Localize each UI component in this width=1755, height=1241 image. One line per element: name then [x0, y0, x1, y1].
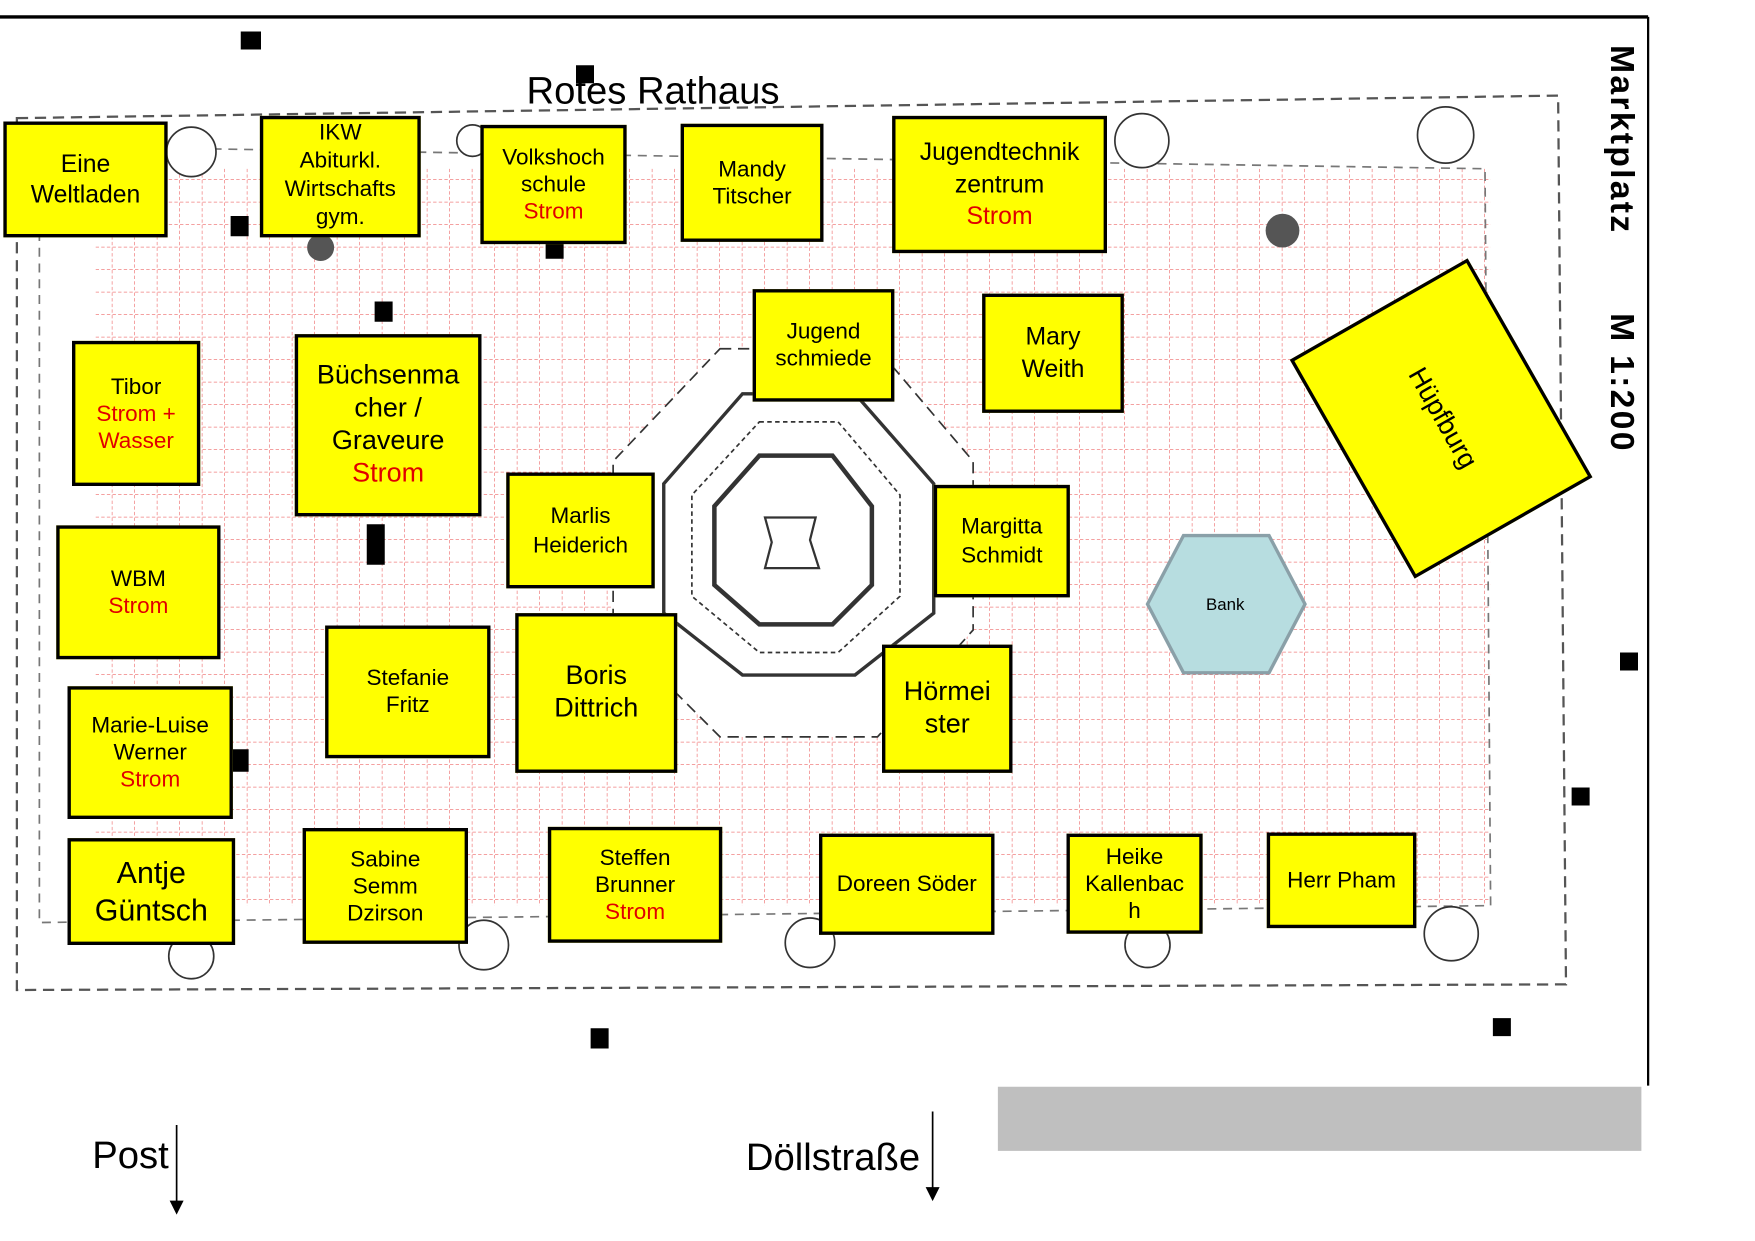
- stand-label: Brunner: [595, 872, 676, 898]
- stand-label: cher /: [354, 392, 422, 424]
- stand-label: Fritz: [385, 693, 430, 718]
- stand-label: ster: [924, 708, 970, 740]
- stand-label: Jugend: [786, 319, 861, 345]
- stand-label: Schmidt: [961, 543, 1043, 569]
- stand-label: Heiderich: [532, 532, 629, 558]
- stand-label: gym.: [315, 204, 365, 230]
- stand-label: Jugendtechnik: [919, 137, 1080, 166]
- stand-label: Antje: [116, 856, 186, 890]
- stand-doreen-soeder[interactable]: Doreen Söder: [819, 833, 995, 935]
- stand-label: IKW: [319, 120, 362, 146]
- stand-label: Eine: [60, 149, 111, 178]
- power-label: Wasser: [98, 428, 174, 453]
- stand-label: Graveure: [331, 425, 445, 456]
- power-label: Strom: [108, 593, 169, 619]
- stand-label: Sabine: [350, 846, 421, 872]
- stand-herr-pham[interactable]: Herr Pham: [1266, 832, 1417, 929]
- stand-label: Herr Pham: [1287, 867, 1396, 893]
- stand-label: h: [1128, 898, 1141, 924]
- power-label: Strom: [966, 201, 1033, 230]
- stand-label: schmiede: [775, 346, 872, 372]
- stand-label: Abiturkl.: [299, 148, 381, 174]
- stand-label: Kallenbac: [1085, 871, 1184, 897]
- scale-label: M 1:200: [1603, 313, 1641, 453]
- trees: [165, 106, 1480, 980]
- stand-label: Dzirson: [347, 900, 424, 926]
- stand-label: Steffen: [599, 845, 671, 871]
- markers: [230, 31, 1638, 1049]
- stand-label: Weith: [1021, 354, 1085, 383]
- stand-label: Heike: [1105, 844, 1164, 870]
- stand-label: Weltladen: [30, 179, 141, 208]
- gray-bar: [997, 1086, 1642, 1151]
- power-label: Strom: [605, 899, 666, 925]
- power-label: Strom: [523, 199, 584, 224]
- map-title: Rotes Rathaus: [526, 69, 780, 113]
- stand-label: schule: [520, 172, 587, 197]
- square-boundary: [15, 94, 1568, 992]
- marktplatz-label: Marktplatz: [1603, 45, 1641, 235]
- stand-label: Stefanie: [366, 666, 450, 691]
- stand-label: Marie-Luise: [91, 713, 209, 738]
- stand-label: Werner: [113, 740, 187, 765]
- stand-label: Dittrich: [554, 693, 639, 724]
- stand-label: Volkshoch: [502, 145, 605, 170]
- stand-label: Doreen Söder: [836, 871, 977, 897]
- stand-label: Mandy: [718, 156, 786, 182]
- street-arrows: [169, 1111, 940, 1215]
- side-label: Marktplatz M 1:200: [1602, 45, 1640, 453]
- stand-label: Margitta: [961, 514, 1043, 539]
- stand-label: Semm: [352, 873, 418, 899]
- street-post: Post: [92, 1134, 169, 1177]
- street-doellstrasse: Döllstraße: [745, 1136, 921, 1179]
- stand-label: Tibor: [110, 374, 162, 399]
- power-label: Strom: [120, 767, 181, 792]
- power-label: Strom +: [96, 401, 176, 426]
- stand-label: Güntsch: [94, 892, 208, 927]
- stand-label: WBM: [110, 566, 166, 592]
- stand-label: Wirtschafts: [284, 176, 396, 202]
- fountain: [612, 347, 974, 738]
- stand-label: zentrum: [954, 169, 1045, 198]
- bank-hexagon: [1145, 533, 1307, 675]
- stand-label: Boris: [565, 660, 628, 691]
- stand-label: Mary: [1025, 322, 1081, 351]
- power-label: Strom: [352, 457, 425, 489]
- bank-label: Bank: [1206, 595, 1245, 615]
- stand-label: Hüpfburg: [1401, 362, 1483, 474]
- stand-label: Marlis: [550, 503, 611, 529]
- stand-label: Büchsenma: [316, 360, 460, 391]
- stand-label: Titscher: [712, 183, 792, 209]
- stand-label: Hörmei: [903, 676, 991, 707]
